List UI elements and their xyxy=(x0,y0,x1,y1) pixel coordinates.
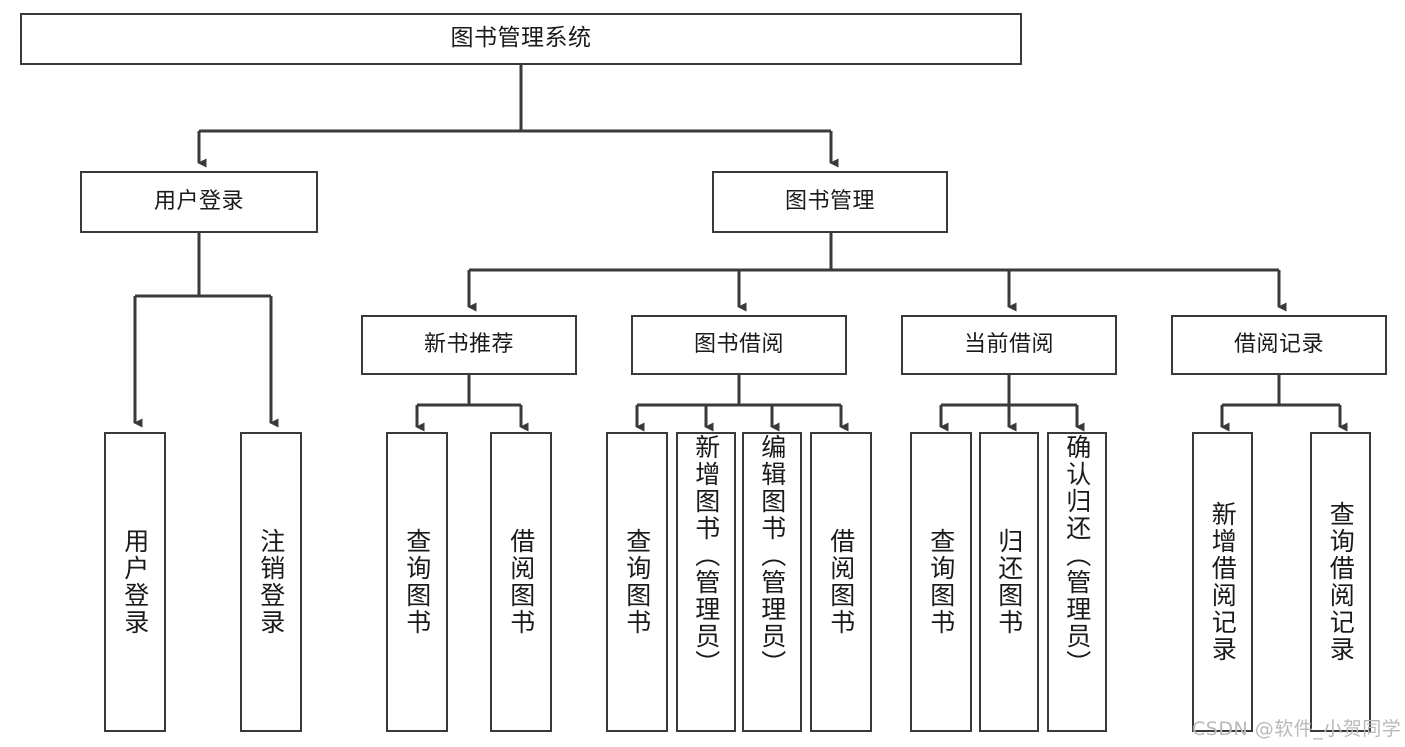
node-leaf-edit-book-label: 编辑图书（管理员） xyxy=(757,434,787,677)
node-leaf-query-book-2[interactable]: 查询图书 xyxy=(606,432,668,732)
node-leaf-borrow-book-2-label: 借阅图书 xyxy=(826,528,856,636)
node-user-login[interactable]: 用户登录 xyxy=(80,171,318,233)
node-user-login-label: 用户登录 xyxy=(153,189,244,215)
node-leaf-user-login[interactable]: 用户登录 xyxy=(104,432,166,732)
node-leaf-borrow-book-1[interactable]: 借阅图书 xyxy=(490,432,552,732)
node-borrow-record-label: 借阅记录 xyxy=(1233,332,1324,358)
node-leaf-borrow-book-1-label: 借阅图书 xyxy=(506,528,536,636)
node-leaf-logout[interactable]: 注销登录 xyxy=(240,432,302,732)
node-leaf-confirm-return[interactable]: 确认归还（管理员） xyxy=(1047,432,1107,732)
node-leaf-edit-book[interactable]: 编辑图书（管理员） xyxy=(742,432,802,732)
node-leaf-query-book-3-label: 查询图书 xyxy=(926,528,956,636)
node-book-manage-label: 图书管理 xyxy=(784,189,875,215)
node-book-borrow-label: 图书借阅 xyxy=(693,332,784,358)
node-leaf-query-book-1[interactable]: 查询图书 xyxy=(386,432,448,732)
node-leaf-add-book-label: 新增图书（管理员） xyxy=(691,434,721,677)
node-leaf-user-login-label: 用户登录 xyxy=(120,528,150,636)
node-leaf-return-book[interactable]: 归还图书 xyxy=(979,432,1039,732)
node-new-book-rec-label: 新书推荐 xyxy=(423,332,514,358)
node-leaf-query-book-1-label: 查询图书 xyxy=(402,528,432,636)
node-leaf-borrow-book-2[interactable]: 借阅图书 xyxy=(810,432,872,732)
node-leaf-add-record-label: 新增借阅记录 xyxy=(1208,501,1238,663)
node-new-book-rec[interactable]: 新书推荐 xyxy=(361,315,577,375)
node-leaf-confirm-return-label: 确认归还（管理员） xyxy=(1062,434,1092,677)
node-leaf-return-book-label: 归还图书 xyxy=(994,528,1024,636)
node-leaf-query-book-3[interactable]: 查询图书 xyxy=(910,432,972,732)
node-borrow-record[interactable]: 借阅记录 xyxy=(1171,315,1387,375)
node-current-borrow-label: 当前借阅 xyxy=(963,332,1054,358)
node-leaf-logout-label: 注销登录 xyxy=(256,528,286,636)
node-leaf-query-record[interactable]: 查询借阅记录 xyxy=(1310,432,1371,732)
node-current-borrow[interactable]: 当前借阅 xyxy=(901,315,1117,375)
node-leaf-query-record-label: 查询借阅记录 xyxy=(1326,501,1356,663)
node-book-manage[interactable]: 图书管理 xyxy=(712,171,948,233)
node-leaf-query-book-2-label: 查询图书 xyxy=(622,528,652,636)
node-root[interactable]: 图书管理系统 xyxy=(20,13,1022,65)
node-leaf-add-book[interactable]: 新增图书（管理员） xyxy=(676,432,736,732)
node-book-borrow[interactable]: 图书借阅 xyxy=(631,315,847,375)
csdn-watermark: CSDN @软件_小贺同学 xyxy=(1192,718,1402,740)
node-leaf-add-record[interactable]: 新增借阅记录 xyxy=(1192,432,1253,732)
node-root-label: 图书管理系统 xyxy=(450,25,592,52)
